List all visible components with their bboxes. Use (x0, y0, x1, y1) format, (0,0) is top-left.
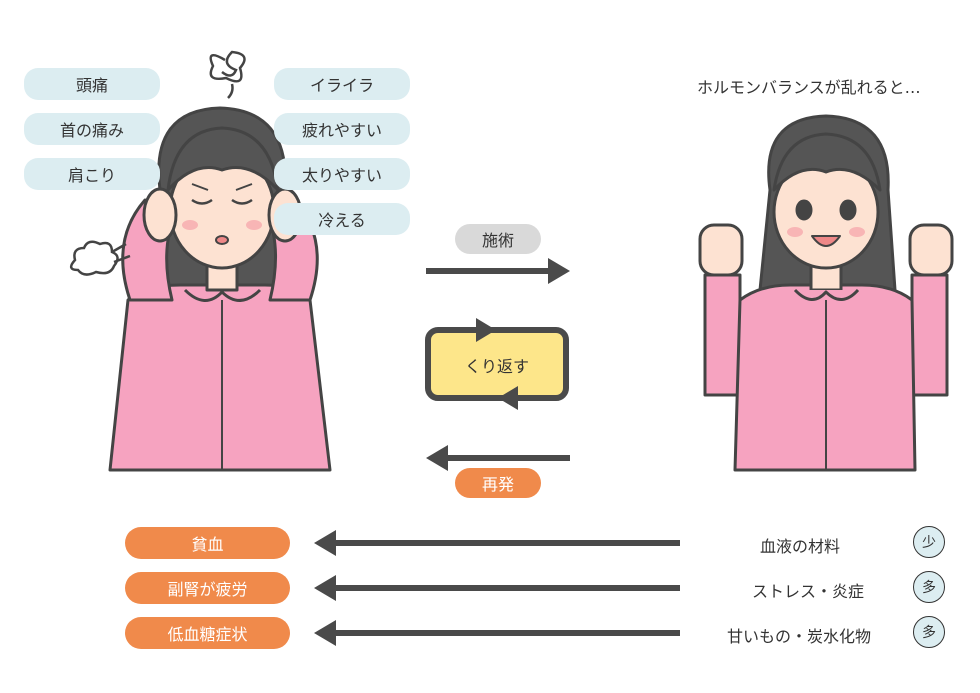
stress-scribble-icon (209, 50, 246, 99)
symptom-pill-weight-gain: 太りやすい (274, 158, 410, 190)
repeat-label: くり返す (464, 357, 529, 376)
cycle-arrow-top-icon (476, 318, 496, 342)
result-anemia: 貧血 (125, 527, 290, 559)
happy-woman-illustration (698, 114, 954, 472)
source-sugar-carbs: 甘いもの・炭水化物 (727, 627, 872, 646)
symptom-pill-cold: 冷える (274, 203, 410, 235)
symptom-pill-irritability: イライラ (274, 68, 410, 100)
symptom-pill-stiff-shoulders: 肩こり (24, 158, 160, 190)
amount-badge-low: 少 (913, 526, 945, 558)
hormone-caption: ホルモンバランスが乱れると… (697, 78, 921, 97)
cause-arrow-3 (314, 620, 680, 646)
source-blood-material: 血液の材料 (760, 537, 841, 556)
repeat-cycle-box (425, 318, 569, 410)
symptom-pill-fatigue: 疲れやすい (274, 113, 410, 145)
result-adrenal-fatigue: 副腎が疲労 (125, 572, 290, 604)
cycle-arrow-bottom-icon (498, 386, 518, 410)
cause-arrow-1 (314, 530, 680, 556)
symptom-pill-neck-pain: 首の痛み (24, 113, 160, 145)
amount-badge-high: 多 (913, 616, 945, 648)
result-hypoglycemia: 低血糖症状 (125, 617, 290, 649)
sigh-puff-icon (69, 240, 131, 276)
relapse-arrow (426, 445, 570, 471)
amount-badge-high: 多 (913, 571, 945, 603)
treatment-arrow (426, 258, 570, 284)
treatment-label: 施術 (455, 224, 541, 254)
relapse-label: 再発 (455, 468, 541, 498)
source-stress-inflammation: ストレス・炎症 (752, 582, 865, 601)
cause-arrow-2 (314, 575, 680, 601)
symptom-pill-headache: 頭痛 (24, 68, 160, 100)
